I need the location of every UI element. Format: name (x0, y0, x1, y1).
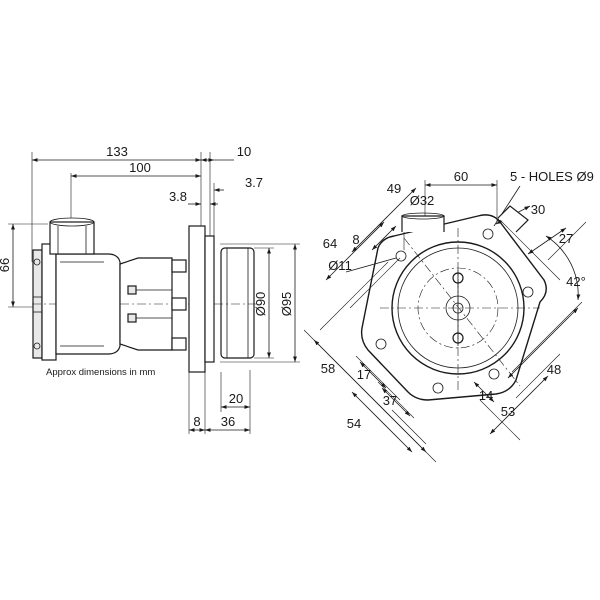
dim-label-53: 53 (501, 404, 515, 419)
dim-label-64: 64 (323, 236, 337, 251)
dim-label-36: 36 (221, 414, 235, 429)
dim-label-dia90: Ø90 (253, 292, 268, 317)
dim-label-37: 37 (383, 393, 397, 408)
mounting-hole (488, 368, 500, 380)
dimension-line-8 (371, 225, 397, 251)
mounting-hole (522, 286, 534, 298)
dimension-line-58 (313, 339, 427, 453)
dim-label-60: 60 (454, 169, 468, 184)
dim-label-49: 49 (387, 181, 401, 196)
dim-label-3-7: 3.7 (245, 175, 263, 190)
dim-label-dia95: Ø95 (279, 292, 294, 317)
dimension-line-17 (359, 361, 387, 389)
mounting-spacer (204, 235, 215, 363)
mounting-plate (188, 225, 206, 373)
approx-dimensions-note: Approx dimensions in mm (46, 367, 155, 378)
dim-label-48: 48 (547, 362, 561, 377)
dim-label-dia32: Ø32 (410, 193, 435, 208)
side-dimension-lines (11, 158, 297, 432)
rear-cover-flange (41, 243, 57, 361)
dim-label-42deg: 42° (566, 274, 586, 289)
front-view: 60 5 - HOLES Ø9 49 Ø32 30 64 8 27 Ø11 42… (303, 169, 594, 463)
mounting-hole (482, 228, 494, 240)
mounting-hole (375, 338, 387, 350)
dim-label-17: 17 (357, 367, 371, 382)
dim-label-27: 27 (559, 231, 573, 246)
side-view: 133 100 10 3.8 3.7 66 Ø90 Ø95 20 8 36 Ap… (0, 144, 300, 434)
dim-label-8: 8 (193, 414, 200, 429)
dimension-line-54 (351, 391, 413, 453)
dim-label-dia11: Ø11 (328, 258, 352, 273)
dim-label-54: 54 (347, 416, 361, 431)
dim-label-10: 10 (237, 144, 251, 159)
dim-label-3-8: 3.8 (169, 189, 187, 204)
dim-label-20: 20 (229, 391, 243, 406)
outlet-port-front (497, 205, 529, 233)
dim-label-100: 100 (129, 160, 151, 175)
dimension-line-48 (507, 307, 579, 379)
dim-label-133: 133 (106, 144, 128, 159)
inlet-port-front (401, 215, 445, 232)
front-dimension-lines (313, 183, 581, 453)
leader-dia11 (345, 257, 397, 273)
dimension-line-14 (473, 381, 495, 403)
dim-label-8: 8 (352, 232, 359, 247)
dimension-arc-42deg (545, 235, 581, 301)
mounting-holes (375, 228, 534, 394)
dim-label-58: 58 (321, 361, 335, 376)
inlet-pipe (49, 221, 95, 255)
drive-pulley (220, 247, 255, 359)
pump-housing (55, 253, 121, 355)
dim-label-30: 30 (531, 202, 545, 217)
dimension-line-53 (489, 375, 549, 435)
mounting-hole (395, 250, 407, 262)
dim-label-66: 66 (0, 258, 12, 272)
dim-label-14: 14 (479, 388, 493, 403)
front-flange-plate (360, 214, 547, 401)
mounting-hole (432, 382, 444, 394)
pump-body-side (32, 217, 262, 373)
dim-label-holes: 5 - HOLES Ø9 (510, 169, 594, 184)
